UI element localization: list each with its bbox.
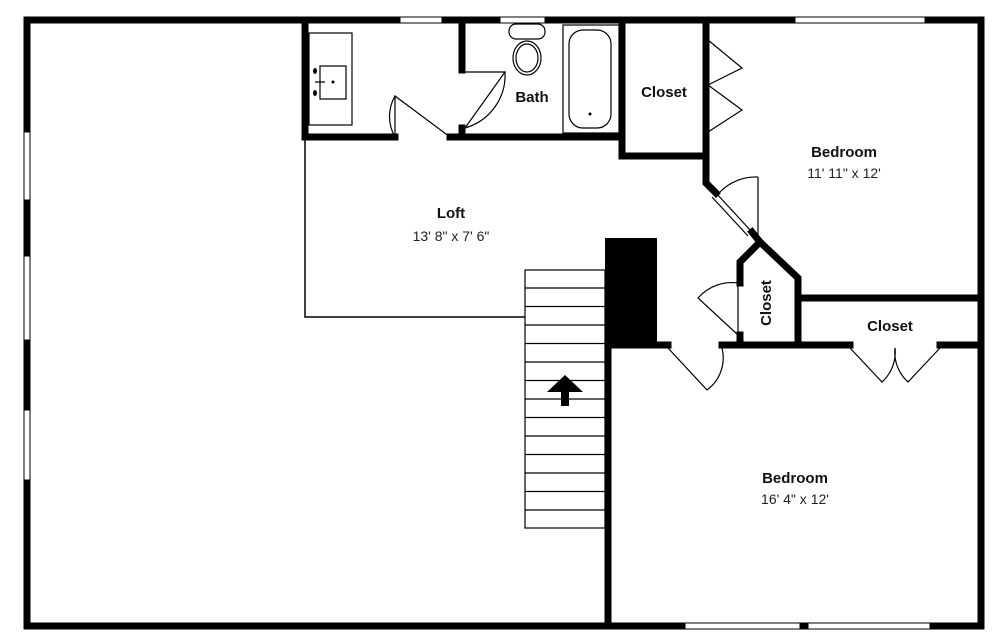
- window: [684, 622, 801, 630]
- room-label-closet: Closet: [867, 318, 913, 335]
- chimney: [605, 238, 657, 348]
- window: [23, 409, 31, 481]
- room-dimensions-loft: 13' 8" x 7' 6": [413, 228, 490, 244]
- window: [23, 131, 31, 201]
- arrow-up-icon: [547, 375, 583, 406]
- room-label-bedroom: Bedroom: [811, 144, 877, 161]
- window: [807, 622, 931, 630]
- window: [399, 16, 443, 24]
- door: [697, 281, 739, 337]
- door: [719, 176, 759, 235]
- toilet-tank: [508, 23, 546, 40]
- door: [707, 39, 744, 133]
- room-label-bedroom: Bedroom: [762, 470, 828, 487]
- stairs[interactable]: [524, 269, 606, 529]
- bathtub-icon: [562, 24, 620, 134]
- room-label-closet: Closet: [641, 84, 687, 101]
- windows: [23, 16, 931, 630]
- fixtures: [308, 23, 620, 134]
- interior-walls: [301, 16, 985, 630]
- outer-wall: [23, 16, 985, 630]
- door: [462, 71, 507, 129]
- vanity: [308, 32, 353, 126]
- doors: [388, 39, 941, 391]
- door: [667, 347, 724, 391]
- toilet-icon: [512, 40, 542, 76]
- window: [794, 16, 926, 24]
- window: [23, 255, 31, 341]
- room-label-loft: Loft: [437, 205, 465, 222]
- window: [499, 16, 546, 24]
- door: [849, 347, 941, 383]
- room-dimensions-bedroom: 11' 11" x 12': [807, 165, 881, 181]
- room-label-bath: Bath: [515, 89, 548, 106]
- door: [388, 94, 451, 138]
- room-label-closet: Closet: [758, 280, 775, 326]
- room-dimensions-bedroom: 16' 4" x 12': [761, 491, 829, 507]
